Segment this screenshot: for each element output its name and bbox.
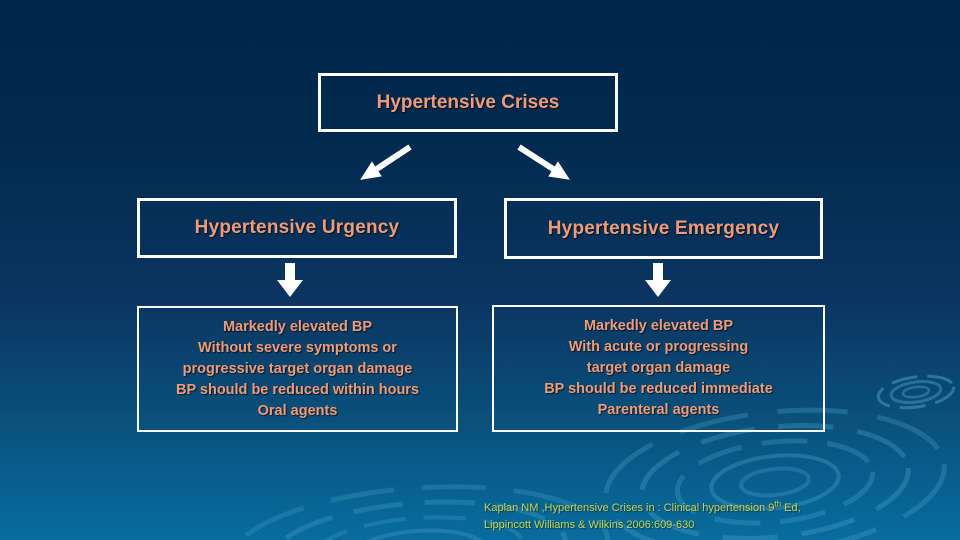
citation-line1-text: Kaplan NM ,Hypertensive Crises in : Clin…: [484, 502, 775, 514]
urgency-header-box: Hypertensive Urgency: [137, 198, 457, 258]
citation-line-2: Lippincott Williams & Wilkins 2006:609-6…: [484, 519, 695, 531]
citation-ordinal-superscript: th: [774, 499, 782, 509]
urgency-header-label: Hypertensive Urgency: [194, 217, 400, 238]
title-box: Hypertensive Crises: [318, 73, 618, 132]
down-arrow-urgency-icon: [277, 263, 303, 297]
citation-line-1: Kaplan NM ,Hypertensive Crises in : Clin…: [484, 500, 954, 517]
diagonal-arrow-left-icon: [360, 144, 412, 180]
emergency-header-label: Hypertensive Emergency: [547, 217, 780, 239]
diagonal-arrow-right-icon: [517, 144, 570, 180]
emergency-header-box: Hypertensive Emergency: [504, 198, 823, 259]
slide-title: Hypertensive Crises: [376, 91, 560, 113]
citation: Kaplan NM ,Hypertensive Crises in : Clin…: [484, 500, 954, 534]
down-arrow-emergency-icon: [645, 263, 671, 297]
water-ripple-small-right-icon: [876, 374, 956, 410]
citation-line1-end: Ed,: [781, 502, 801, 514]
